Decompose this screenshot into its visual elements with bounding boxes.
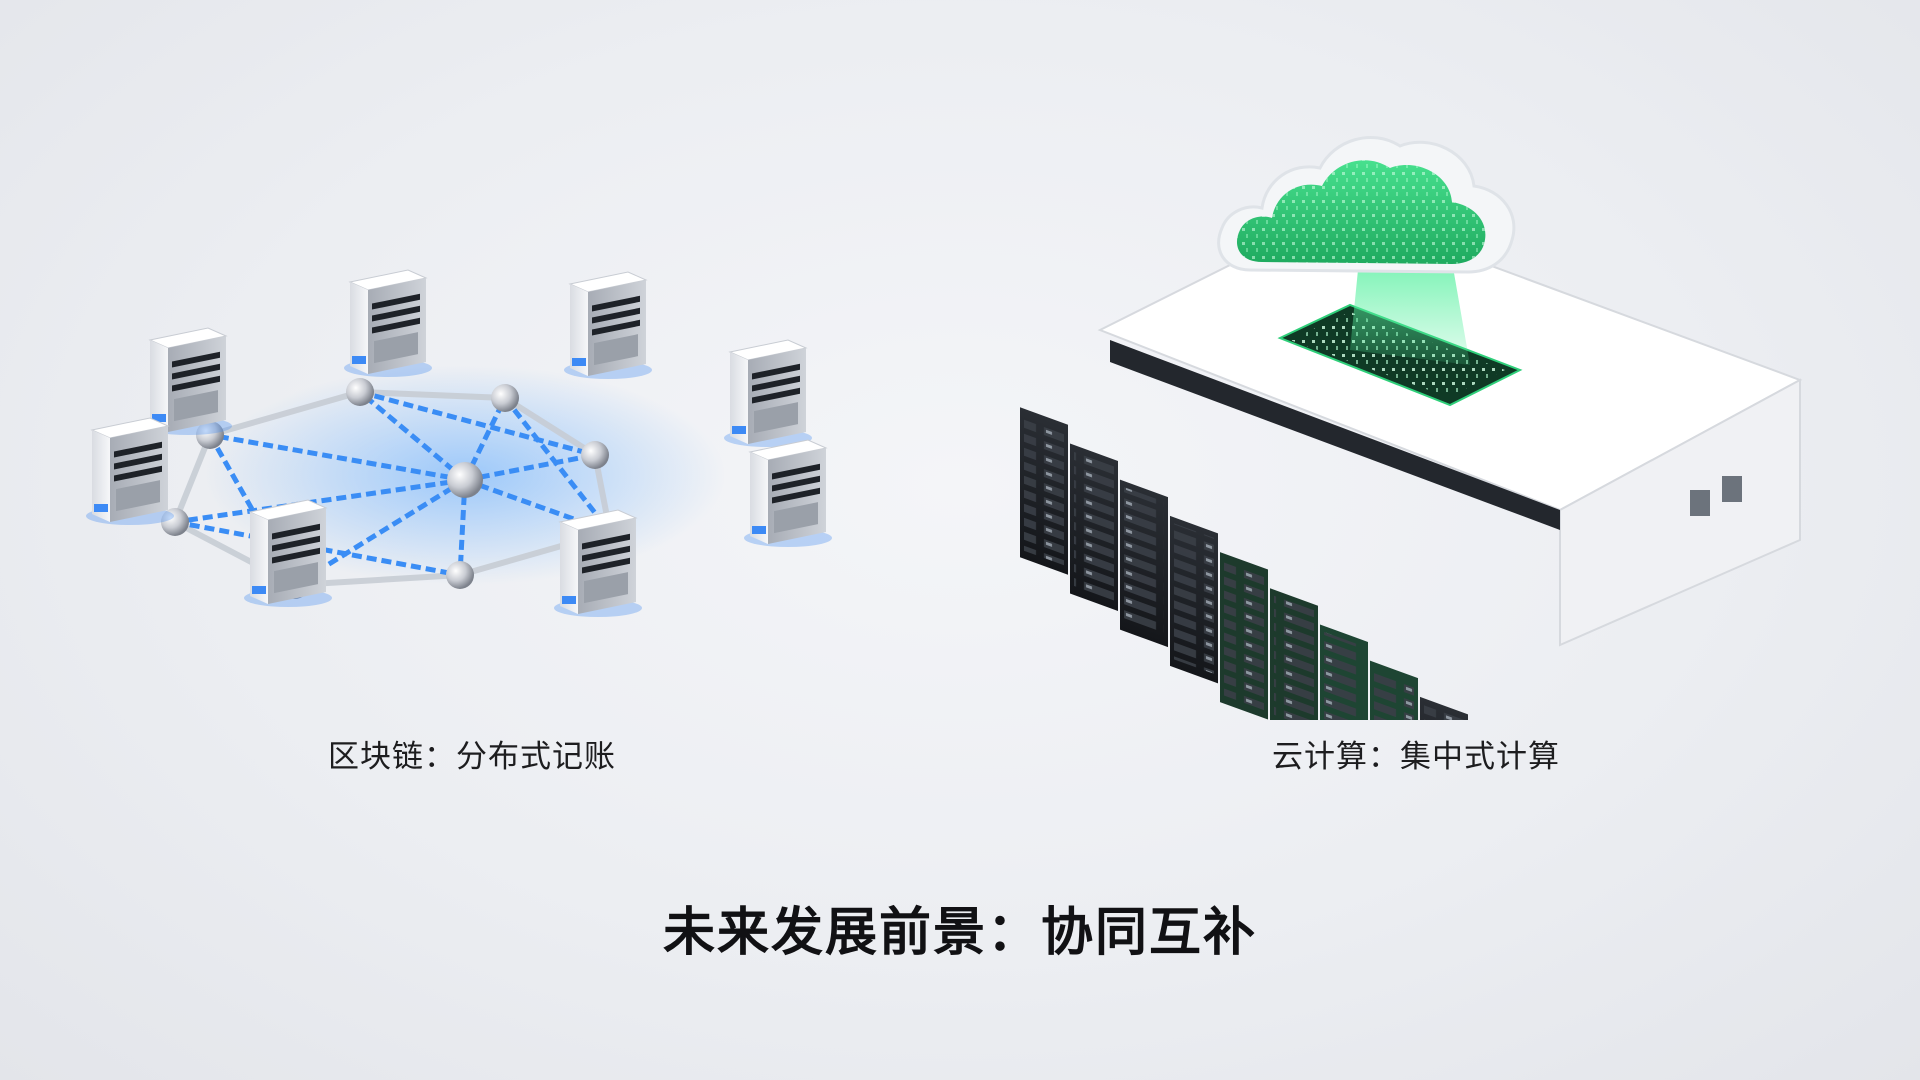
cloud-datacenter-illustration bbox=[1020, 136, 1803, 720]
page-title: 未来发展前景：协同互补 bbox=[662, 903, 1257, 963]
blockchain-caption: 区块链：分布式记账 bbox=[328, 739, 616, 775]
blockchain-network-illustration bbox=[85, 269, 833, 618]
cloud-caption: 云计算：集中式计算 bbox=[1272, 739, 1560, 775]
